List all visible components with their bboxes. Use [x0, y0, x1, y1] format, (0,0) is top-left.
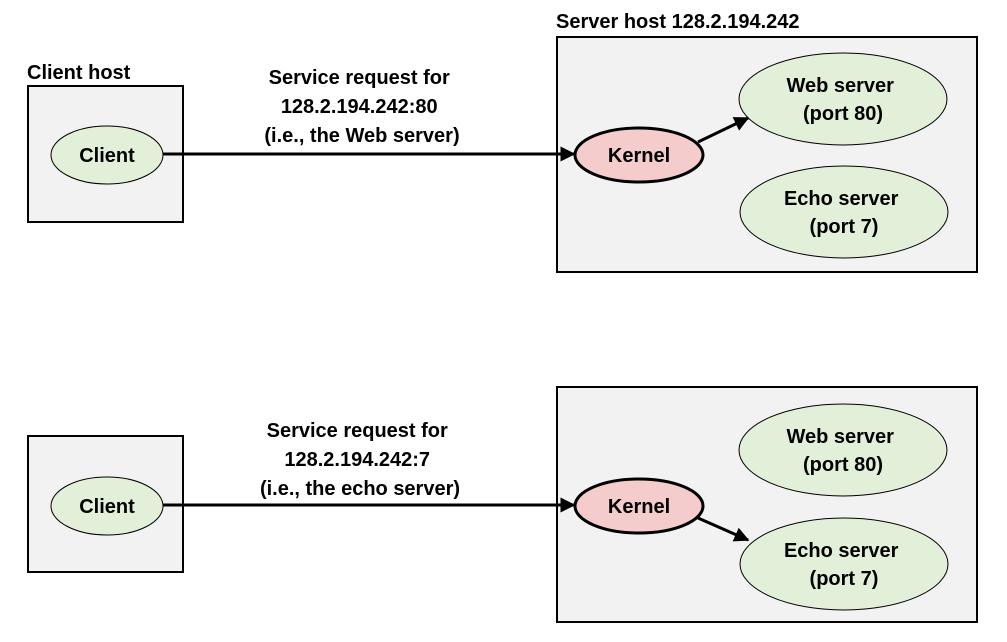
server-host-label: Server host 128.2.194.242 [556, 11, 800, 33]
request-label: Service request for 128.2.194.242:80 (i.… [264, 67, 459, 147]
kernel-node [573, 126, 705, 184]
web-server-node [738, 52, 948, 146]
web-server-label: Web server (port 80) [786, 426, 899, 476]
echo-server-node [739, 165, 949, 259]
top-scenario: Client host Client Server host 128.2.194… [27, 11, 978, 273]
echo-server-label: Echo server (port 7) [784, 188, 904, 238]
kernel-to-echo-arrow [697, 516, 750, 542]
bottom-scenario: Client Service request for 128.2.194.242… [27, 386, 978, 623]
client-host-label: Client host [27, 62, 131, 84]
request-label: Service request for 128.2.194.242:7 (i.e… [260, 420, 460, 500]
kernel-label: Kernel [608, 145, 670, 167]
kernel-label: Kernel [608, 496, 670, 518]
web-server-label: Web server (port 80) [786, 75, 899, 125]
echo-server-node [739, 517, 949, 611]
kernel-node [573, 477, 705, 535]
client-label: Client [79, 145, 135, 167]
web-server-node [738, 403, 948, 497]
client-label: Client [79, 496, 135, 518]
kernel-to-web-arrow [697, 116, 750, 144]
echo-server-label: Echo server (port 7) [784, 540, 904, 590]
